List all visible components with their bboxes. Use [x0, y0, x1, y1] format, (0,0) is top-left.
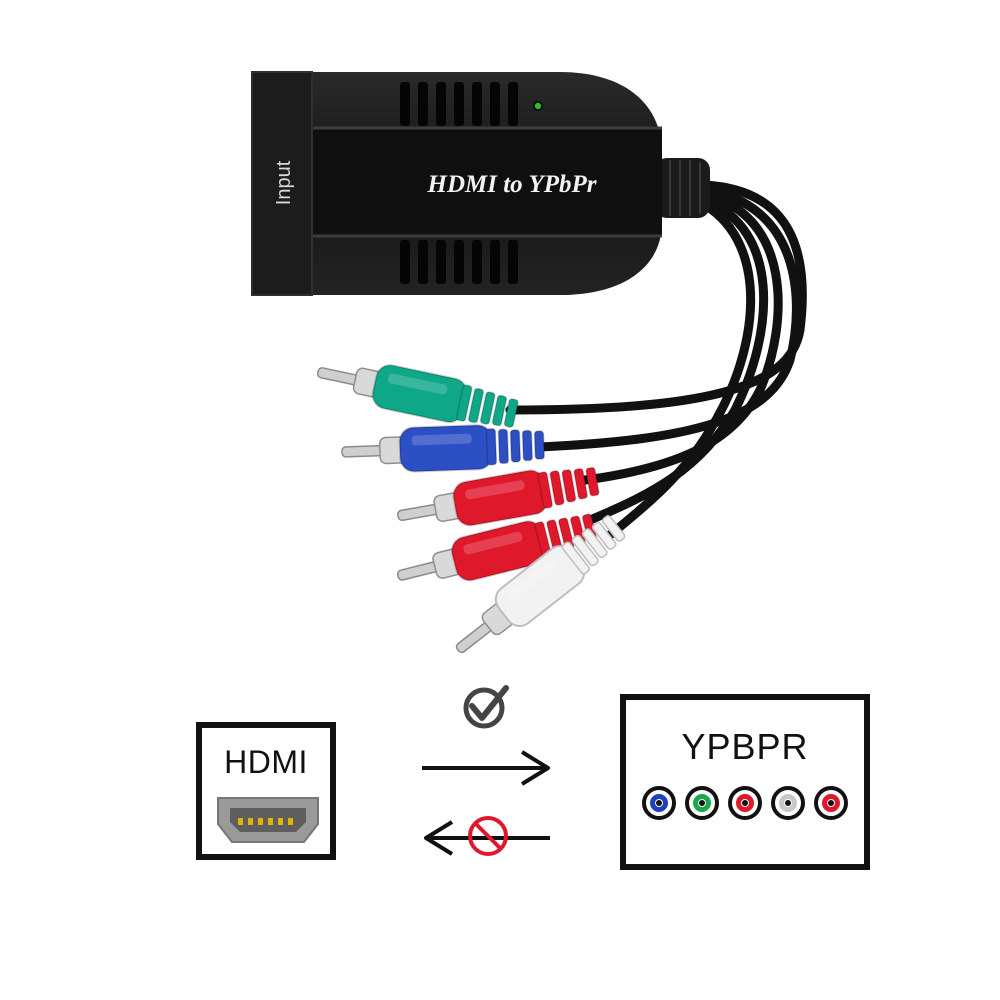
check-circle-icon — [463, 685, 509, 729]
ypbpr-port-4 — [771, 786, 805, 820]
port-ring — [650, 794, 668, 812]
rca-plug-red — [397, 466, 600, 527]
input-label: Input — [273, 160, 295, 205]
cable-red-1 — [580, 190, 783, 485]
port-ring — [779, 794, 797, 812]
cable-blue — [535, 185, 801, 452]
port-center — [699, 800, 705, 806]
rca-plug-blue — [341, 424, 546, 473]
port-center — [828, 800, 834, 806]
rca-plug-white — [455, 515, 626, 654]
hdmi-port-icon — [217, 797, 319, 843]
strain-relief — [655, 158, 710, 218]
port-row — [626, 786, 864, 820]
hdmi-label: HDMI — [224, 744, 308, 780]
cable-bundle — [505, 180, 807, 540]
prohibited-icon — [468, 816, 508, 856]
direction-arrows — [422, 685, 550, 856]
cable-white — [605, 200, 756, 540]
port-ring — [736, 794, 754, 812]
ypbpr-label: YPBPR — [681, 726, 809, 767]
rca-plug-green — [316, 364, 519, 428]
ypbpr-port-1 — [642, 786, 676, 820]
hdmi-source-box: HDMI — [196, 722, 336, 860]
ypbpr-port-2 — [685, 786, 719, 820]
port-center — [742, 800, 748, 806]
ypbpr-port-3 — [728, 786, 762, 820]
port-center — [785, 800, 791, 806]
ypbpr-port-5 — [814, 786, 848, 820]
cable-red-2 — [585, 195, 769, 525]
port-center — [656, 800, 662, 806]
ypbpr-target-box: YPBPR — [620, 694, 870, 870]
forward-arrow-icon — [422, 750, 550, 786]
device-label: HDMI to YPbPr — [427, 171, 597, 198]
rca-plugs — [316, 364, 626, 654]
port-ring — [693, 794, 711, 812]
status-led — [534, 102, 542, 110]
adapter-body — [251, 71, 662, 296]
port-ring — [822, 794, 840, 812]
